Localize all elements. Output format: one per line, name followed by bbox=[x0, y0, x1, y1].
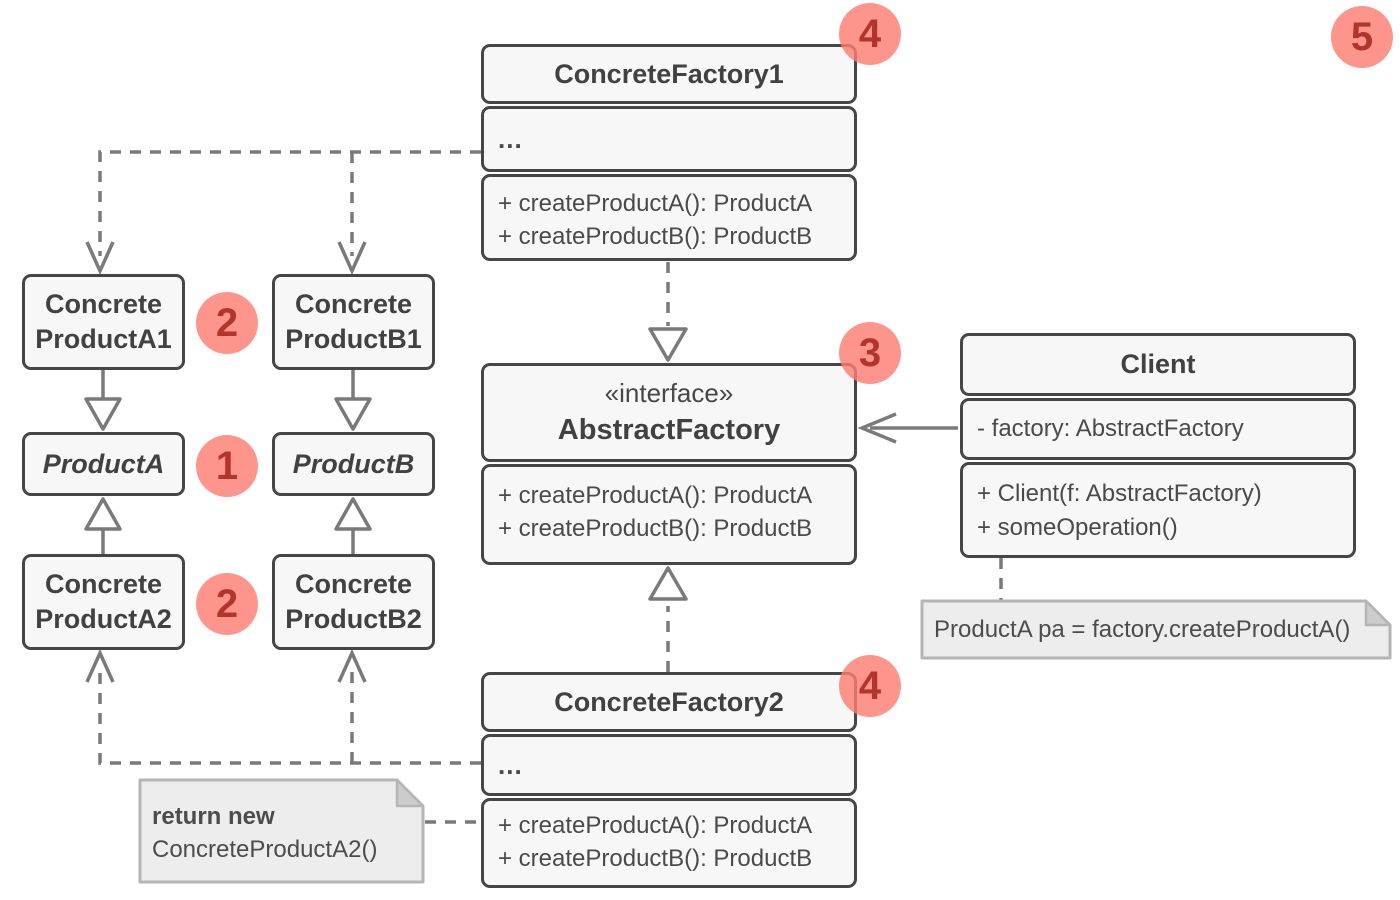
note-return-new-shape bbox=[138, 778, 425, 884]
class-client-attributes: - factory: AbstractFactory bbox=[960, 398, 1356, 460]
dependency-arrowhead-productA1 bbox=[85, 241, 115, 276]
class-concrete-factory2-title: ConcreteFactory2 bbox=[481, 672, 857, 732]
class-name: ConcreteFactory1 bbox=[554, 58, 784, 89]
class-name-line: ProductB1 bbox=[285, 324, 422, 354]
class-name-line: ProductA2 bbox=[35, 604, 172, 634]
note-client-code-fold bbox=[1364, 599, 1392, 627]
class-name: ProductB bbox=[292, 448, 415, 479]
class-client-title: Client bbox=[960, 333, 1356, 396]
class-concrete-productA1: Concrete ProductA1 bbox=[22, 274, 185, 370]
dependency-arrowhead-productB2 bbox=[337, 648, 367, 683]
method-item: + createProductA(): ProductA bbox=[498, 482, 813, 509]
inheritance-triangle-productA1 bbox=[84, 397, 122, 431]
badge-5-client: 5 bbox=[1331, 6, 1393, 68]
attribute-item: - factory: AbstractFactory bbox=[977, 415, 1244, 442]
class-abstract-factory-title: «interface» AbstractFactory bbox=[481, 363, 857, 462]
class-concrete-factory1-fields: ... bbox=[481, 106, 857, 172]
inheritance-triangle-productB2 bbox=[334, 497, 372, 531]
method-item: + Client(f: AbstractFactory) bbox=[977, 480, 1262, 507]
ellipsis-text: ... bbox=[498, 749, 523, 780]
note-return-new-line1: return new bbox=[152, 803, 275, 830]
badge-2-products-row2: 2 bbox=[196, 573, 258, 635]
class-concrete-factory1-methods: + createProductA(): ProductA + createPro… bbox=[481, 174, 857, 261]
association-arrowhead-client-factory bbox=[857, 412, 897, 444]
class-concrete-factory1: ConcreteFactory1 ... + createProductA():… bbox=[481, 44, 857, 261]
badge-3-abstract-factory: 3 bbox=[839, 322, 901, 384]
class-concrete-factory2-methods: + createProductA(): ProductA + createPro… bbox=[481, 798, 857, 888]
note-client-code-shape bbox=[920, 599, 1392, 660]
class-productA: ProductA bbox=[22, 432, 185, 496]
class-name-line: Concrete bbox=[44, 289, 163, 319]
class-productB: ProductB bbox=[272, 432, 435, 496]
class-concrete-factory1-title: ConcreteFactory1 bbox=[481, 44, 857, 104]
method-item: + createProductB(): ProductB bbox=[498, 223, 813, 250]
class-client-methods: + Client(f: AbstractFactory) + someOpera… bbox=[960, 462, 1356, 558]
stereotype-label: «interface» bbox=[604, 378, 734, 408]
realization-triangle-factory1 bbox=[648, 327, 688, 362]
dependency-arrowhead-productB1 bbox=[337, 241, 367, 276]
badge-1-product-interfaces: 1 bbox=[196, 435, 258, 497]
method-item: + createProductA(): ProductA bbox=[498, 812, 813, 839]
class-concrete-productB2: Concrete ProductB2 bbox=[272, 554, 435, 650]
method-item: + createProductB(): ProductB bbox=[498, 515, 813, 542]
class-name: AbstractFactory bbox=[557, 414, 781, 446]
note-return-new-fold bbox=[395, 778, 425, 808]
class-name: ConcreteFactory2 bbox=[554, 686, 784, 717]
class-concrete-productB1: Concrete ProductB1 bbox=[272, 274, 435, 370]
class-name-line: Concrete bbox=[44, 569, 163, 599]
class-concrete-productA2: Concrete ProductA2 bbox=[22, 554, 185, 650]
dependency-line-factory1-products bbox=[98, 150, 481, 256]
realization-triangle-factory2 bbox=[648, 566, 688, 601]
badge-4-factory1: 4 bbox=[839, 3, 901, 65]
badge-4-factory2: 4 bbox=[839, 655, 901, 717]
dependency-line-factory2-products bbox=[98, 668, 481, 765]
method-item: + createProductA(): ProductA bbox=[498, 190, 813, 217]
badge-2-products-row1: 2 bbox=[196, 292, 258, 354]
inheritance-triangle-productB1 bbox=[334, 397, 372, 431]
dependency-arrowhead-productA2 bbox=[85, 648, 115, 683]
class-concrete-factory2-fields: ... bbox=[481, 734, 857, 796]
class-client: Client - factory: AbstractFactory + Clie… bbox=[960, 333, 1356, 558]
class-name-line: ProductA1 bbox=[35, 324, 172, 354]
inheritance-triangle-productA2 bbox=[84, 497, 122, 531]
note-return-new-line2: ConcreteProductA2() bbox=[152, 836, 378, 863]
ellipsis-text: ... bbox=[498, 123, 523, 154]
class-name: ProductA bbox=[42, 448, 165, 479]
class-abstract-factory-methods: + createProductA(): ProductA + createPro… bbox=[481, 464, 857, 565]
method-item: + createProductB(): ProductB bbox=[498, 845, 813, 872]
class-name: Client bbox=[1120, 349, 1196, 379]
class-abstract-factory: «interface» AbstractFactory + createProd… bbox=[481, 363, 857, 565]
class-name-line: Concrete bbox=[294, 289, 413, 319]
note-client-code-text: ProductA pa = factory.createProductA() bbox=[934, 615, 1351, 643]
class-concrete-factory2: ConcreteFactory2 ... + createProductA():… bbox=[481, 672, 857, 888]
class-name-line: ProductB2 bbox=[285, 604, 422, 634]
note-return-new-text: return new ConcreteProductA2() bbox=[152, 800, 412, 866]
method-item: + someOperation() bbox=[977, 514, 1178, 541]
class-name-line: Concrete bbox=[294, 569, 413, 599]
